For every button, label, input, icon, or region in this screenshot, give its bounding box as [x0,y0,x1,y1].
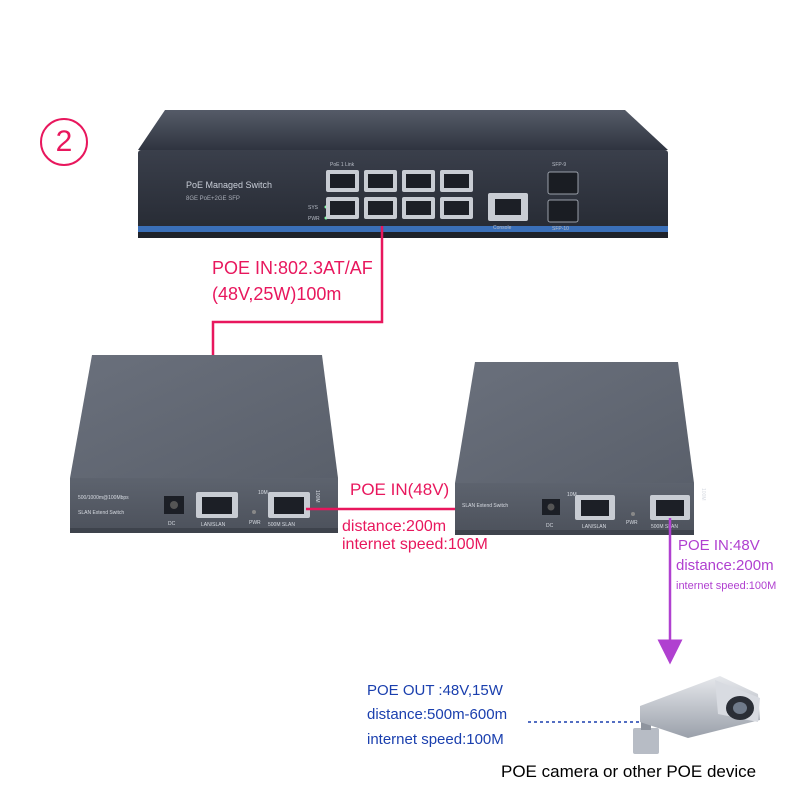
left-extender: 500/1000m@100Mbps SLAN Extend Switch DC … [70,355,338,533]
switch-front-panel [138,150,668,238]
poe-in-48v-right-label: POE IN:48V [678,537,760,554]
poe-in-48v-label: POE IN(48V) [350,480,450,499]
switch-port-header: PoE 1 Link [330,162,355,168]
right-extender: SLAN Extend Switch DC 10M LAN/SLAN PWR 1… [455,362,706,535]
left-10m-label: 10M [258,490,268,496]
step-number: 2 [55,125,73,158]
poe-managed-switch: PoE Managed Switch 8GE PoE+2GE SFP PoE 1… [138,110,668,238]
sfp-port-2 [547,199,579,223]
distance-200m-label: distance:200m [342,518,447,535]
switch-rj45-port-socket [444,201,469,215]
switch-subtitle: 8GE PoE+2GE SFP [186,196,240,202]
poe-camera [633,676,760,754]
switch-sfp-label: SFP-9 [552,162,566,168]
left-out-label: 500M SLAN [268,522,295,528]
step-badge: 2 [40,118,88,166]
switch-rj45-port-socket [406,174,431,188]
right-10m-label: 10M [567,492,577,498]
right-pwr-label: PWR [626,520,638,526]
camera-lens [733,702,747,714]
switch-rj45-port-socket [444,174,469,188]
right-dc-label: DC [546,523,554,529]
switch-sfp-label-bottom: SFP-10 [552,226,569,232]
switch-rj45-port-socket [368,201,393,215]
left-lan-label: LAN/SLAN [201,522,226,528]
distance-out-label: distance:500m-600m [367,706,508,723]
switch-top-panel [138,110,668,150]
speed-100m-right-label: internet speed:100M [676,580,777,592]
right-out-label: 500M SLAN [651,524,678,530]
switch-blue-stripe [138,226,668,232]
camera-mount [633,728,659,754]
poe-in-spec-line2: (48V,25W)100m [212,284,342,304]
switch-sys-label: SYS [308,205,319,211]
left-100m-label: 100M [314,490,320,503]
right-lan-label: LAN/SLAN [582,524,607,530]
left-dc-label: DC [168,521,176,527]
sfp-port-1 [547,171,579,195]
poe-in-spec-line1: POE IN:802.3AT/AF [212,258,373,278]
switch-pwr-label: PWR [308,216,320,222]
switch-rj45-port-socket [330,201,355,215]
switch-title: PoE Managed Switch [186,180,272,190]
switch-console-label: Console [493,225,512,231]
left-extender-text-top: 500/1000m@100Mbps [78,495,129,501]
left-extender-text-bottom: SLAN Extend Switch [78,510,124,516]
left-pwr-label: PWR [249,520,261,526]
switch-rj45-port-socket [368,174,393,188]
distance-200m-right-label: distance:200m [676,557,774,574]
speed-out-label: internet speed:100M [367,731,504,748]
camera-caption: POE camera or other POE device [501,762,757,781]
switch-rj45-port-socket [330,174,355,188]
poe-out-label: POE OUT :48V,15W [367,682,503,699]
speed-100m-label: internet speed:100M [342,536,488,553]
right-extender-text: SLAN Extend Switch [462,503,508,509]
switch-port-block [326,170,473,219]
switch-rj45-port-socket [406,201,431,215]
right-100m-label: 100M [700,488,706,501]
